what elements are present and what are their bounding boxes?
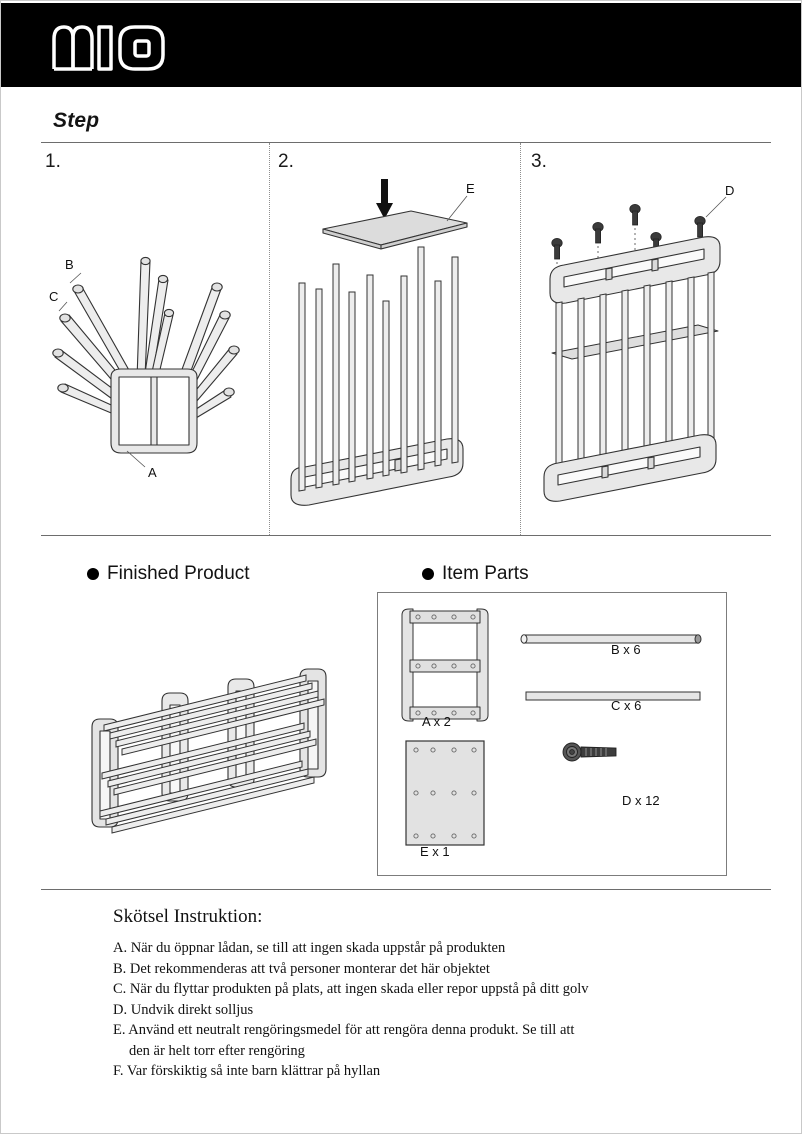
- part-b-label: B x 6: [611, 642, 641, 657]
- item-parts-label: Item Parts: [442, 563, 529, 584]
- part-e-label: E x 1: [420, 844, 450, 859]
- divider-step-2-3: [520, 143, 521, 535]
- finished-product-heading: Finished Product: [87, 563, 250, 585]
- divider-steps-top: [41, 142, 771, 143]
- item-parts-heading: Item Parts: [422, 563, 529, 585]
- part-e-shape: [405, 740, 485, 846]
- step-1-callout-a: A: [148, 465, 157, 480]
- part-c-shape: [525, 691, 701, 701]
- care-instructions-title: Skötsel Instruktion:: [113, 906, 263, 927]
- item-parts-box: [377, 592, 727, 876]
- care-instructions-list: A. När du öppnar lådan, se till att inge…: [113, 938, 733, 1082]
- part-d-label: D x 12: [622, 793, 660, 808]
- part-a-label: A x 2: [422, 714, 451, 729]
- step-section-heading: Step: [53, 109, 100, 132]
- care-item: F. Var förskiktig så inte barn klättrar …: [113, 1063, 381, 1079]
- part-a-shape: [401, 608, 489, 722]
- part-c-label: C x 6: [611, 698, 642, 713]
- step-3-number: 3.: [531, 151, 547, 172]
- divider-steps-bottom: [41, 535, 771, 536]
- step-2-callout-e: E: [466, 181, 475, 196]
- care-item-continuation: den är helt torr efter rengöring: [129, 1042, 305, 1059]
- step-1-callout-c: C: [49, 289, 58, 304]
- step-3-callout-d: D: [725, 183, 734, 198]
- divider-step-1-2: [269, 143, 270, 535]
- bullet-icon: [87, 568, 99, 580]
- item-parts-diagram: [401, 608, 702, 846]
- finished-product-label: Finished Product: [107, 563, 250, 584]
- down-arrow-icon: [376, 179, 393, 219]
- divider-care: [41, 889, 771, 890]
- step-1-diagram: B C A: [49, 256, 240, 480]
- step-3-diagram: D: [543, 183, 734, 502]
- care-item: B. Det rekommenderas att två personer mo…: [113, 960, 490, 977]
- finished-product-diagram: [91, 668, 327, 834]
- step-1-number: 1.: [45, 151, 61, 172]
- step-2-number: 2.: [278, 151, 294, 172]
- care-item: E. Använd ett neutralt rengöringsmedel f…: [113, 1022, 575, 1038]
- part-d-shape: [562, 742, 617, 762]
- part-b-shape: [520, 634, 702, 644]
- mio-logo: [52, 25, 165, 71]
- step-1-callout-b: B: [65, 257, 74, 272]
- care-item: A. När du öppnar lådan, se till att inge…: [113, 940, 506, 956]
- step-2-diagram: E: [290, 179, 475, 506]
- care-item: D. Undvik direkt solljus: [113, 1001, 254, 1018]
- care-item: C. När du flyttar produkten på plats, at…: [113, 981, 589, 997]
- bullet-icon: [422, 568, 434, 580]
- brand-banner: [1, 3, 801, 87]
